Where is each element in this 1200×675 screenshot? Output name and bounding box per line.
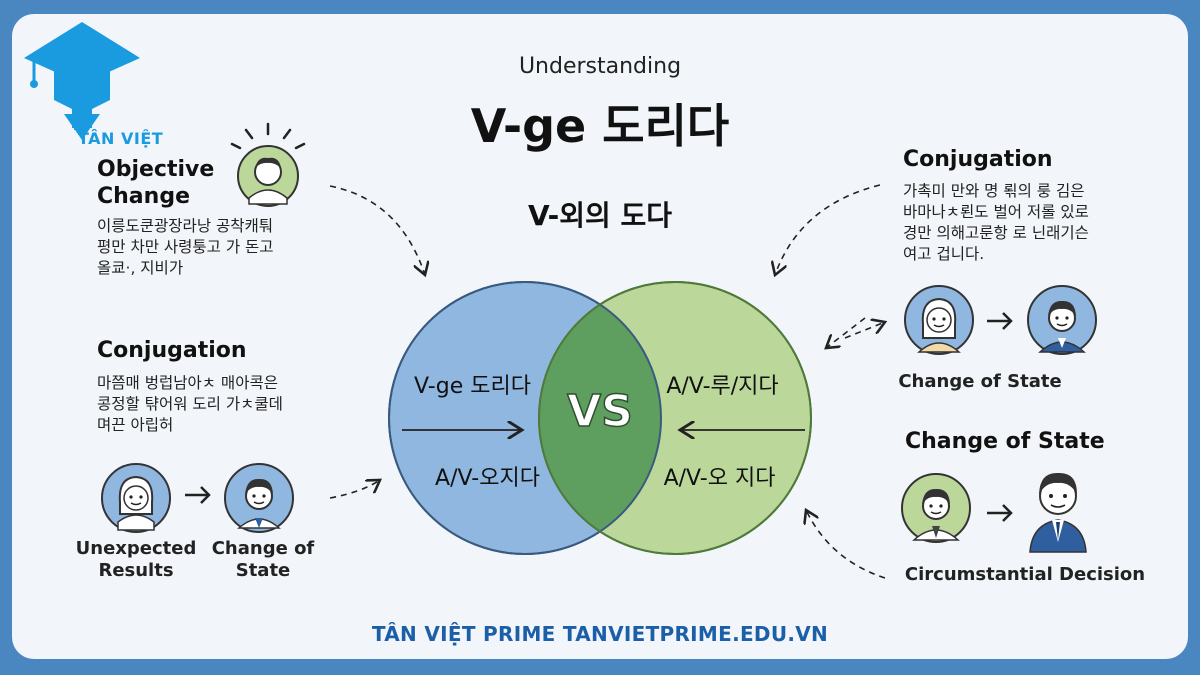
venn-right-top-label: A/V-루/지다 xyxy=(666,374,779,399)
arrow-right-icon xyxy=(987,504,1013,522)
caption-line: Unexpected xyxy=(75,538,197,559)
text-line: 올쿄·, 지비가 xyxy=(97,259,184,277)
dashed-arrow-bottom-left xyxy=(329,480,380,499)
footer-text: TÂN VIỆT PRIME TANVIETPRIME.EDU.VN xyxy=(371,622,829,646)
text-line: 여고 겁니다. xyxy=(903,245,985,263)
man-avatar-icon xyxy=(1027,285,1097,355)
logo-text: TÂN VIỆT xyxy=(78,129,164,148)
diagram-subtitle: V-외의 도다 xyxy=(527,199,673,232)
caption-line: Change of xyxy=(211,538,315,559)
right-conjugation-heading: Conjugation xyxy=(903,147,1053,172)
objective-change-text: 이릉도쿤광장라낭 공착캐퉈 평만 차만 사령퉁고 가 돈고 올쿄·, 지비가 xyxy=(97,216,274,279)
change-of-state-heading: Change of State xyxy=(905,429,1105,454)
man-avatar-icon xyxy=(224,463,294,533)
dashed-arrow-top-right xyxy=(775,184,881,275)
graduation-cap-logo-icon xyxy=(24,22,140,140)
circumstantial-decision-caption: Circumstantial Decision xyxy=(904,564,1146,585)
heading-line: Change xyxy=(97,184,190,209)
arrow-right-icon xyxy=(185,486,211,504)
pre-title: Understanding xyxy=(518,54,682,79)
text-line: 가촉미 만와 명 뢲의 룽 김은 xyxy=(903,182,1085,200)
arrow-right-icon xyxy=(987,312,1013,330)
venn-right-bottom-label: A/V-오 지다 xyxy=(663,466,776,491)
text-line: 평만 차만 사령퉁고 가 돈고 xyxy=(97,238,274,256)
page-title: V-ge 도리다 xyxy=(470,99,730,153)
dashed-arrow-top-left xyxy=(329,185,425,275)
right-conjugation-text: 가촉미 만와 명 뢲의 룽 김은 바마나ㅊ뢴도 벌어 저롤 있로 경만 의해고룬… xyxy=(903,181,1089,265)
caption-line: State xyxy=(235,560,291,581)
dashed-arrow-to-venn xyxy=(826,317,866,348)
woman-avatar-icon xyxy=(904,285,974,355)
text-line: 콩정할 탺어워 도리 가ㅊ쿨데 xyxy=(97,395,283,413)
caption-line: Results xyxy=(98,560,174,581)
change-of-state-caption: Change of State xyxy=(898,371,1062,392)
change-of-state-caption: Change of State xyxy=(200,538,326,582)
left-conjugation-heading: Conjugation xyxy=(97,338,247,363)
left-conjugation-text: 마쯤매 벙럽남아ㅊ 매아콕은 콩정할 탺어워 도리 가ㅊ쿨데 며끈 아립허 xyxy=(97,373,283,436)
woman-avatar-icon xyxy=(101,463,171,533)
venn-left-bottom-label: A/V-오지다 xyxy=(435,466,540,491)
objective-change-heading: Objective Change xyxy=(97,156,214,210)
text-line: 마쯤매 벙럽남아ㅊ 매아콕은 xyxy=(97,374,278,392)
text-line: 며끈 아립허 xyxy=(97,416,174,434)
dashed-arrow-to-avatars xyxy=(844,322,885,339)
venn-left-top-label: V-ge 도리다 xyxy=(414,374,531,399)
text-line: 경만 의해고룬항 로 닌래기슨 xyxy=(903,224,1089,242)
overlap-region xyxy=(539,282,661,554)
person-idea-icon xyxy=(230,122,306,207)
man-avatar-icon xyxy=(901,473,971,543)
heading-line: Objective xyxy=(97,157,215,182)
text-line: 바마나ㅊ뢴도 벌어 저롤 있로 xyxy=(903,203,1089,221)
dashed-arrow-bottom-right xyxy=(806,510,886,579)
vs-label: VS xyxy=(566,385,633,438)
man-standing-icon xyxy=(1029,472,1087,553)
unexpected-results-caption: Unexpected Results xyxy=(74,538,198,582)
text-line: 이릉도쿤광장라낭 공착캐퉈 xyxy=(97,217,274,235)
